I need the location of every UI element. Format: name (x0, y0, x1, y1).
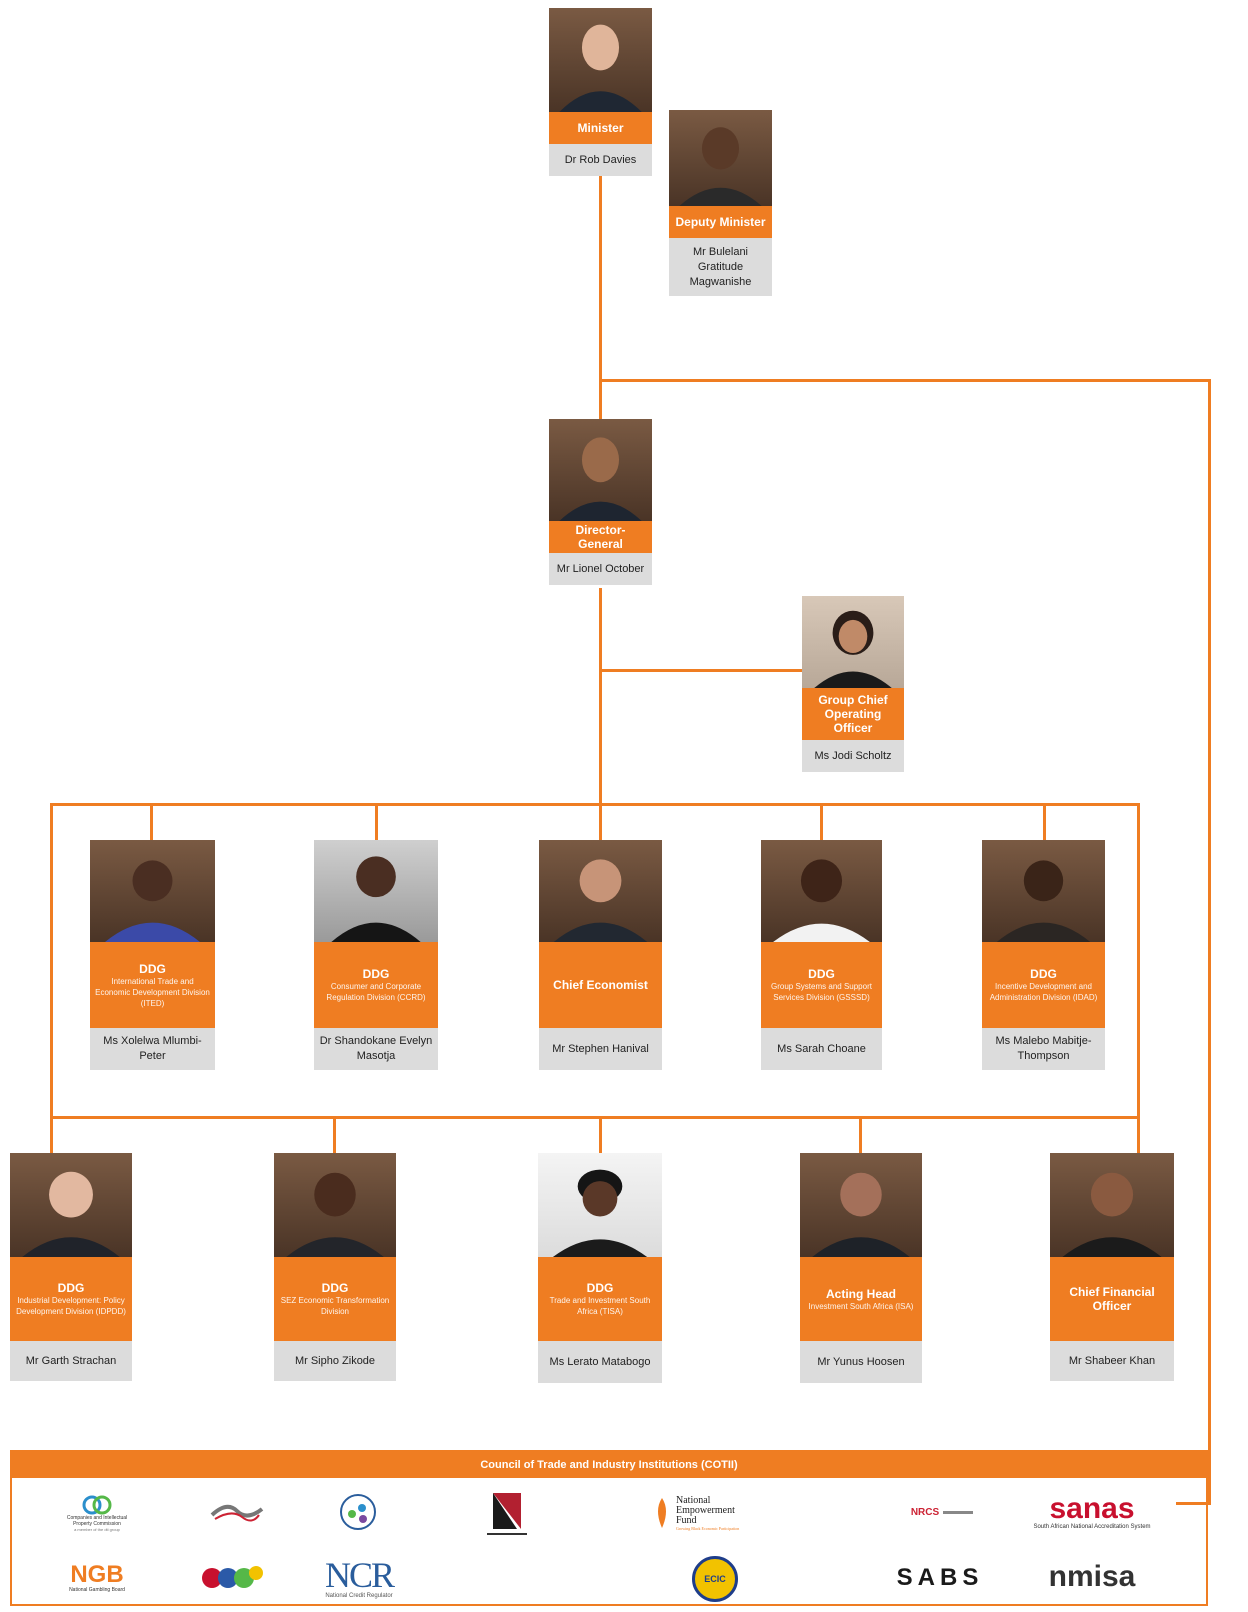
connector-row1-bus (50, 803, 1140, 806)
row1-photo-3 (539, 840, 662, 942)
row2-name-4: Mr Yunus Hoosen (800, 1341, 922, 1383)
row1-name-1: Ms Xolelwa Mlumbi-Peter (90, 1028, 215, 1070)
row2-name-1: Mr Garth Strachan (10, 1341, 132, 1381)
ngb-logo: NGB National Gambling Board (69, 1561, 125, 1594)
connector-r2-2 (333, 1116, 336, 1153)
minister-role: Minister (549, 112, 652, 144)
row2-photo-3 (538, 1153, 662, 1257)
deputy-minister-role: Deputy Minister (669, 206, 772, 238)
connector-gcoo (599, 669, 802, 672)
row1-photo-2 (314, 840, 438, 942)
director-general-name: Mr Lionel October (549, 553, 652, 585)
nef-logo: National Empowerment Fund Growing Black … (652, 1488, 792, 1538)
row2-photo-5 (1050, 1153, 1174, 1257)
row2-name-2: Mr Sipho Zikode (274, 1341, 396, 1381)
gcoo-name: Ms Jodi Scholtz (802, 740, 904, 772)
row2-role-5: Chief Financial Officer (1050, 1257, 1174, 1341)
row2-card-5: Chief Financial Officer Mr Shabeer Khan (1050, 1153, 1174, 1381)
connector-right-edge (1208, 379, 1211, 1505)
minister-name: Dr Rob Davies (549, 144, 652, 176)
deputy-minister-card: Deputy Minister Mr Bulelani Gratitude Ma… (669, 110, 772, 296)
cotii-panel: Council of Trade and Industry Institutio… (10, 1450, 1208, 1606)
row1-name-5: Ms Malebo Mabitje-Thompson (982, 1028, 1105, 1070)
connector-trunk-right (599, 379, 1211, 382)
swirl-logo (192, 1492, 282, 1532)
connector-left-edge (50, 803, 53, 1153)
gcoo-role: Group Chief Operating Officer (802, 688, 904, 740)
cotii-title: Council of Trade and Industry Institutio… (12, 1452, 1206, 1478)
connector-minister-trunk (599, 175, 602, 420)
row1-name-2: Dr Shandokane Evelyn Masotja (314, 1028, 438, 1070)
ecic-logo: ECIC (688, 1554, 742, 1604)
connector-r2-3 (599, 1116, 602, 1153)
row2-photo-1 (10, 1153, 132, 1257)
gcoo-photo (802, 596, 904, 688)
cipc-logo: Companies and Intellectual Property Comm… (57, 1488, 137, 1538)
connector-r1-1 (150, 803, 153, 840)
circle-people-logo (330, 1490, 386, 1534)
gcoo-card: Group Chief Operating Officer Ms Jodi Sc… (802, 596, 904, 772)
nmisa-logo: nmisa (1048, 1560, 1136, 1593)
row1-role-3: Chief Economist (539, 942, 662, 1028)
connector-row2-bus (50, 1116, 1140, 1119)
connector-r1-5 (1043, 803, 1046, 840)
minister-card: Minister Dr Rob Davies (549, 8, 652, 176)
director-general-role: Director- General (549, 521, 652, 553)
ncr-logo: NCR National Credit Regulator (324, 1555, 395, 1599)
connector-r1-4 (820, 803, 823, 840)
row2-photo-2 (274, 1153, 396, 1257)
director-general-photo (549, 419, 652, 521)
red-triangle-logo (477, 1486, 537, 1540)
row1-card-3: Chief Economist Mr Stephen Hanival (539, 840, 662, 1070)
minister-photo (549, 8, 652, 112)
colored-rings-logo (190, 1556, 276, 1600)
sabs-logo: SABS (896, 1564, 984, 1591)
row1-photo-4 (761, 840, 882, 942)
row1-photo-5 (982, 840, 1105, 942)
deputy-minister-name: Mr Bulelani Gratitude Magwanishe (669, 238, 772, 296)
director-general-card: Director- General Mr Lionel October (549, 419, 652, 585)
row1-photo-1 (90, 840, 215, 942)
row1-name-3: Mr Stephen Hanival (539, 1028, 662, 1070)
connector-dg-down (599, 588, 602, 840)
row2-photo-4 (800, 1153, 922, 1257)
nrcs-logo: NRCS (887, 1498, 997, 1526)
connector-right-inner (1137, 803, 1140, 1153)
connector-cotii-right (1176, 1502, 1211, 1505)
connector-r2-4 (859, 1116, 862, 1153)
row2-name-5: Mr Shabeer Khan (1050, 1341, 1174, 1381)
row2-name-3: Ms Lerato Matabogo (538, 1341, 662, 1383)
sanas-logo: sanas South African National Accreditati… (1033, 1492, 1151, 1531)
deputy-minister-photo (669, 110, 772, 206)
row1-name-4: Ms Sarah Choane (761, 1028, 882, 1070)
connector-r1-2 (375, 803, 378, 840)
